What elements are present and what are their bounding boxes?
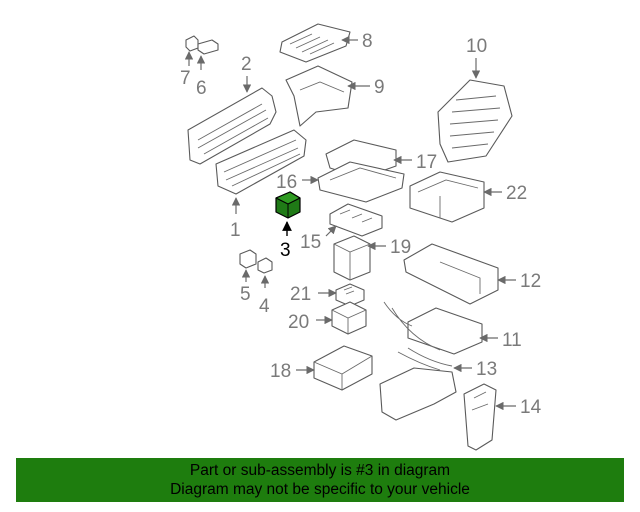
part-14-duct	[463, 383, 497, 451]
callout-4: 4	[259, 296, 270, 317]
part-18-block	[313, 345, 373, 391]
part-9-bracket	[285, 65, 353, 127]
part-10-cover	[437, 79, 513, 163]
callout-22: 22	[506, 183, 527, 204]
part-6-clip	[197, 39, 219, 55]
callout-13: 13	[476, 359, 497, 380]
callout-1: 1	[230, 220, 241, 241]
part-19-relay	[333, 235, 371, 281]
callout-9: 9	[374, 77, 385, 98]
callout-14: 14	[520, 397, 542, 418]
part-5-relay	[239, 249, 257, 269]
callout-6: 6	[196, 78, 207, 99]
part-22-box	[409, 171, 485, 223]
callout-2: 2	[241, 54, 252, 75]
part-12-module	[403, 243, 499, 305]
part-20-relay	[331, 301, 367, 335]
part-13-bracket	[379, 347, 457, 421]
part-2-fuse-panel	[187, 87, 277, 165]
callout-11: 11	[502, 330, 522, 351]
leader-15	[325, 225, 337, 237]
parts-diagram: 7 6 8 9 2 1 3 5 4	[180, 23, 542, 451]
part-1-fuse-block	[215, 129, 307, 195]
part-21-socket	[335, 283, 365, 307]
callout-3: 3	[280, 240, 291, 261]
footer-line-1: Part or sub-assembly is #3 in diagram	[189, 462, 451, 479]
callout-17: 17	[416, 152, 437, 173]
callout-10: 10	[466, 36, 487, 57]
callout-5: 5	[240, 284, 251, 305]
callout-21: 21	[290, 284, 311, 305]
callout-15: 15	[300, 232, 321, 253]
callout-7: 7	[180, 68, 191, 89]
callout-16: 16	[276, 172, 297, 193]
part-15-plate	[329, 203, 383, 237]
callout-18: 18	[270, 361, 291, 382]
footer-banner: Part or sub-assembly is #3 in diagram Di…	[16, 458, 624, 502]
callout-19: 19	[390, 237, 411, 258]
part-11-carrier	[383, 301, 483, 355]
footer-line-2: Diagram may not be specific to your vehi…	[170, 481, 470, 498]
part-16-tray	[317, 161, 405, 203]
part-8-board	[279, 23, 351, 63]
callout-8: 8	[362, 31, 373, 52]
callout-20: 20	[288, 312, 309, 333]
part-3-relay	[275, 191, 301, 219]
part-7-clip	[185, 35, 199, 52]
callout-12: 12	[520, 271, 541, 292]
part-4-relay	[257, 257, 273, 274]
